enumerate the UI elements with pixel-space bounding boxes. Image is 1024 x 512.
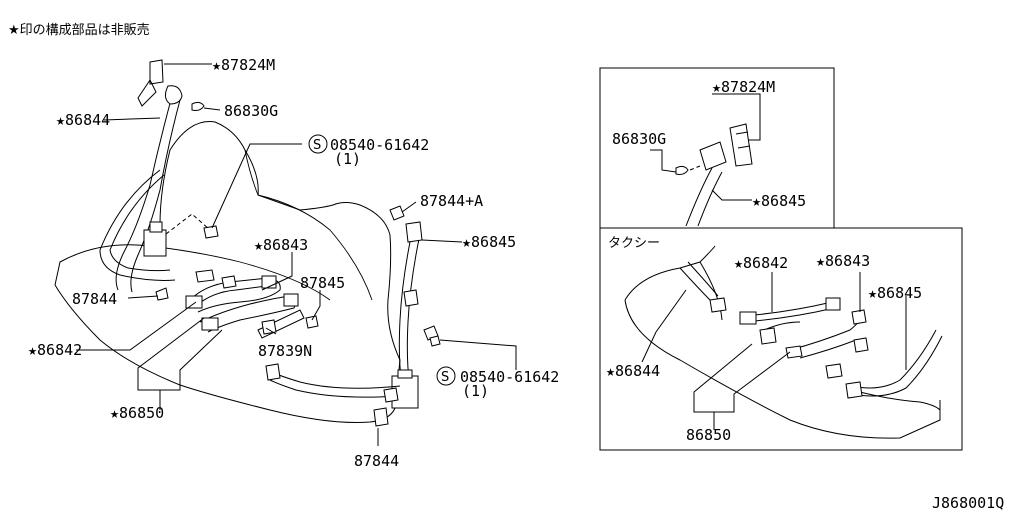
label-87844a: 87844+A [420, 192, 483, 210]
label-86842: ★86842 [28, 341, 82, 359]
buckle-86842 [189, 277, 281, 313]
inset-taxi-frame [599, 227, 963, 451]
label-08540-bottom: 08540-61642 [460, 368, 559, 386]
main-diagram: ★87824M 86830G ★86844 S 08540-61642 (1) … [28, 56, 559, 470]
label-08540-top: 08540-61642 [330, 136, 429, 154]
part-87839n [257, 309, 305, 339]
label-08540-bottom-qty: (1) [462, 382, 489, 400]
label-86830g: 86830G [224, 102, 278, 120]
label-87824m: ★87824M [212, 56, 275, 74]
belt-86845 [398, 231, 413, 386]
label-87844-bottom: 87844 [354, 452, 399, 470]
note-text: ★印の構成部品は非販売 [8, 22, 150, 38]
label-87845: 87845 [300, 274, 345, 292]
circle-s-top: S [313, 138, 321, 153]
retractor-86844 [143, 229, 167, 257]
inset-taxi: タクシー ★86842 ★86843 ★86845 [599, 227, 963, 451]
label-86843: ★86843 [254, 236, 308, 254]
figure-code: J868001Q [932, 494, 1004, 512]
inset-top: ★87824M 86830G ★86845 [599, 67, 835, 229]
inset-taxi-label-86845: ★86845 [868, 284, 922, 302]
label-87844-left: 87844 [72, 290, 117, 308]
label-86844: ★86844 [56, 111, 110, 129]
label-87839n: 87839N [258, 342, 312, 360]
taxi-label: タクシー [608, 236, 660, 251]
label-86850: ★86850 [110, 404, 164, 422]
circle-s-bottom: S [441, 370, 449, 385]
inset-top-label-87824m: ★87824M [712, 78, 775, 96]
seat-outline [54, 121, 401, 423]
inset-top-label-86830g: 86830G [612, 130, 666, 148]
label-86845: ★86845 [462, 233, 516, 251]
inset-taxi-label-86844: ★86844 [606, 362, 660, 380]
anchor-87824m [149, 59, 164, 85]
label-08540-top-qty: (1) [334, 150, 361, 168]
inset-top-label-86845: ★86845 [752, 192, 806, 210]
inset-taxi-label-86850: 86850 [686, 426, 731, 444]
inset-taxi-label-86843: ★86843 [816, 252, 870, 270]
retractor-belt-86844 [115, 95, 173, 291]
inset-taxi-label-86842: ★86842 [734, 254, 788, 272]
